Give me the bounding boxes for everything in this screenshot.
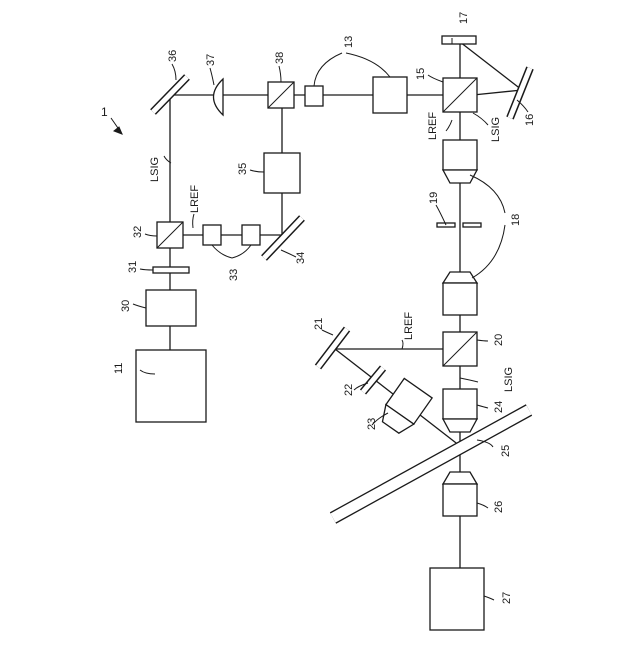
numeral-27: 27	[501, 592, 513, 604]
element-26-objective	[443, 472, 477, 516]
numeral-11: 11	[113, 363, 125, 374]
element-20-beam-splitter	[443, 332, 477, 366]
numeral-37: 37	[205, 54, 217, 66]
element-33-block-b	[242, 225, 260, 245]
numeral-16: 16	[524, 114, 536, 126]
element-11-box	[136, 350, 206, 422]
element-33-block-a	[203, 225, 221, 245]
numeral-35: 35	[237, 163, 249, 175]
numeral-32: 32	[132, 226, 144, 238]
element-18-objective-top	[443, 140, 477, 183]
element-13-large-block	[373, 77, 407, 113]
beam-label-lref-right-mid: LREF	[403, 312, 415, 340]
element-35-box	[264, 153, 300, 193]
element-17-plate	[442, 36, 476, 44]
numeral-38: 38	[274, 52, 286, 64]
numeral-31: 31	[127, 261, 139, 273]
beam-label-lref-right-top: LREF	[427, 112, 439, 140]
figure-label: 1	[101, 105, 108, 119]
element-38-beam-splitter	[268, 82, 294, 108]
numeral-26: 26	[493, 501, 505, 513]
numeral-36: 36	[167, 50, 179, 62]
element-30-box	[146, 290, 196, 326]
numeral-13: 13	[343, 36, 355, 48]
figure-pointer-arrow	[111, 118, 122, 134]
element-19-aperture-right	[463, 223, 481, 227]
numeral-25: 25	[500, 445, 512, 457]
element-13-small-block	[305, 86, 323, 106]
element-15-beam-splitter	[443, 78, 477, 112]
numeral-19: 19	[428, 192, 440, 204]
numeral-34: 34	[295, 252, 307, 264]
numeral-22: 22	[343, 384, 355, 396]
numeral-18: 18	[510, 214, 522, 226]
numeral-24: 24	[493, 401, 505, 413]
element-24-objective	[443, 389, 477, 432]
numeral-23: 23	[366, 418, 378, 430]
numeral-20: 20	[493, 334, 505, 346]
numeral-17: 17	[458, 12, 470, 24]
numeral-33: 33	[228, 269, 240, 281]
beam-label-lsig-left: LSIG	[149, 157, 161, 182]
numeral-15: 15	[415, 68, 427, 80]
element-32-beam-splitter	[157, 222, 183, 248]
beam-label-lsig-right-mid: LSIG	[503, 367, 515, 392]
element-22-filter	[363, 368, 383, 392]
beam-label-lref-left: LREF	[189, 185, 201, 213]
element-18-objective-bottom	[443, 272, 477, 315]
element-27-box	[430, 568, 484, 630]
element-37-lens	[214, 79, 224, 115]
numeral-30: 30	[120, 300, 132, 312]
numeral-21: 21	[313, 318, 325, 330]
beam-label-lsig-right-top: LSIG	[490, 117, 502, 142]
element-31-plate	[153, 267, 189, 273]
